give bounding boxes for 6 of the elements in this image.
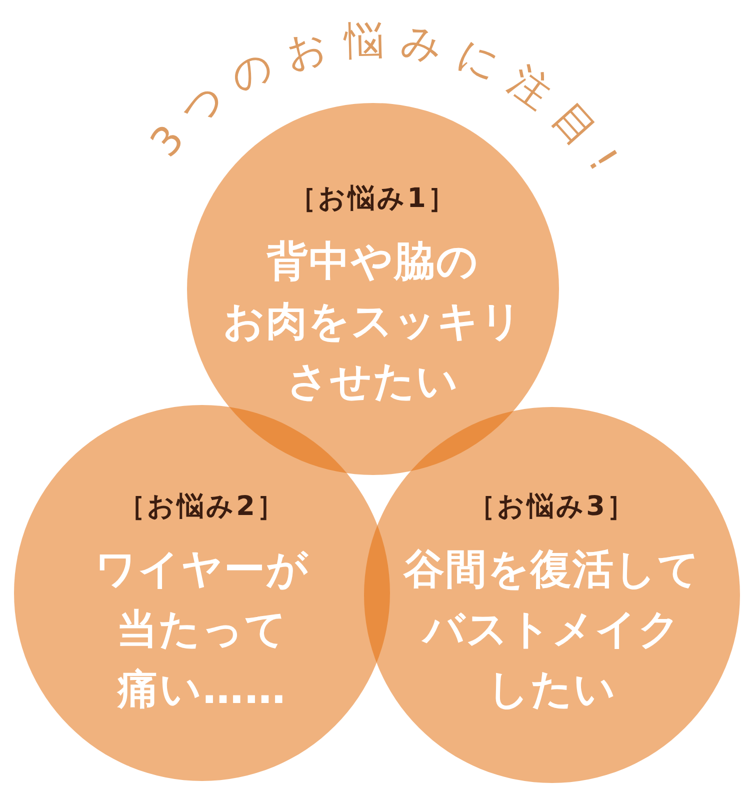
problem-circle bbox=[364, 407, 740, 783]
problem-label: ［お悩み2］ bbox=[118, 490, 286, 524]
problem-label: ［お悩み3］ bbox=[468, 490, 636, 524]
problem-text: 谷間を復活してバストメイクしたい bbox=[404, 544, 700, 715]
problem-text: 背中や脇のお肉をスッキリさせたい bbox=[223, 236, 523, 407]
problem-text: ワイヤーが当たって痛い…… bbox=[95, 544, 309, 715]
